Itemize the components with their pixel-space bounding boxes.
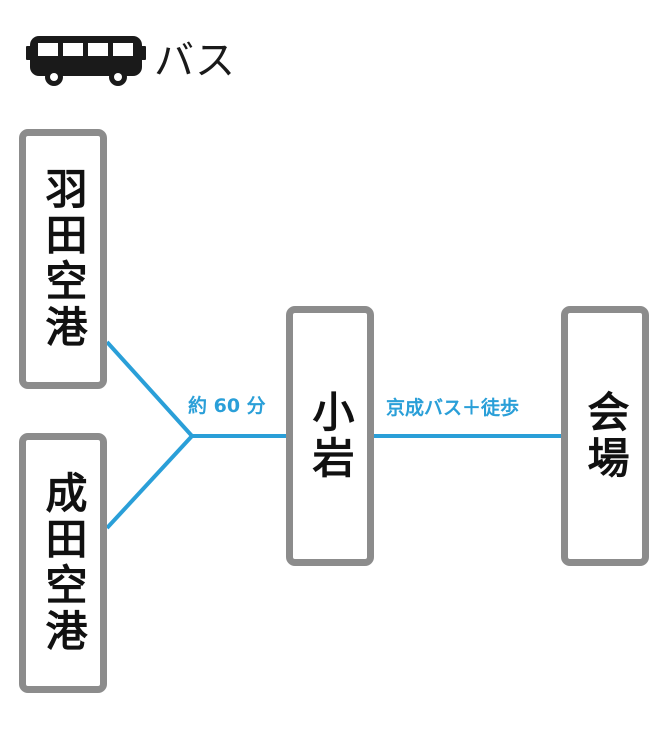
node-narita-airport: 成田空港 (19, 433, 107, 693)
node-koiwa: 小岩 (286, 306, 374, 566)
edge-label-travel-time: 約 60 分 (188, 395, 266, 417)
node-venue: 会場 (561, 306, 649, 566)
node-venue-label: 会場 (581, 390, 630, 482)
bus-icon (26, 36, 146, 86)
header: バス (26, 34, 236, 88)
node-haneda-label: 羽田空港 (39, 167, 88, 351)
route-line-haneda (105, 340, 194, 438)
node-koiwa-label: 小岩 (306, 390, 355, 482)
node-narita-label: 成田空港 (39, 471, 88, 655)
edge-label-route: 京成バス＋徒歩 (386, 397, 520, 419)
node-haneda-airport: 羽田空港 (19, 129, 107, 389)
route-line-narita (105, 434, 194, 530)
header-title: バス (154, 38, 236, 84)
